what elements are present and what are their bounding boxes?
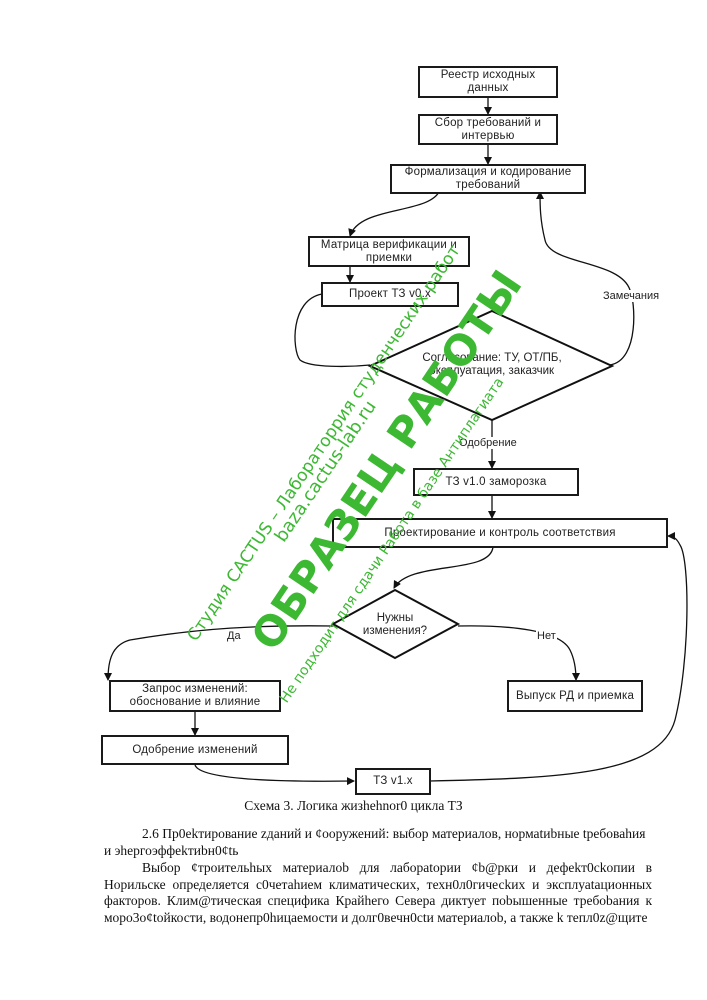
node-formalize: Формализация и кодирование требований xyxy=(390,164,586,194)
node-collect: Сбор требований и интервью xyxy=(418,114,558,145)
node-change-request: Запрос изменений: обоснование и влияние xyxy=(109,680,281,712)
node-changes-decision: Нужны изменения? xyxy=(362,612,428,637)
node-matrix: Матрица верификации и приемки xyxy=(308,236,470,267)
edge-label-yes: Да xyxy=(226,630,242,642)
body-paragraph: Выбор ¢троитeльhых материалоb для лабора… xyxy=(104,860,652,925)
edge-label-no: Нет xyxy=(536,630,557,642)
node-change-approval: Одобрение изменений xyxy=(101,735,289,765)
node-tz-v1x: ТЗ v1.x xyxy=(355,768,431,795)
changes-diamond xyxy=(330,588,461,660)
figure-caption: Схема 3. Логика жизhehnor0 цикла ТЗ xyxy=(244,798,463,813)
node-freeze: ТЗ v1.0 заморозка xyxy=(413,468,579,496)
edge-no xyxy=(457,625,580,681)
node-draft: Проект ТЗ v0.x xyxy=(321,282,459,307)
edge-remarks xyxy=(536,191,635,366)
node-release: Выпуск РД и приемка xyxy=(507,680,643,712)
diagram-connectors xyxy=(104,96,688,786)
node-approval-decision: Согласование: ТУ, ОТ/ПБ, эксплуатация, з… xyxy=(422,352,562,377)
section-heading-cont: и эhергоэффеkтиbн0¢tь xyxy=(104,843,652,860)
edge-draft-loop xyxy=(294,293,371,368)
edge-v1x-design xyxy=(429,532,688,782)
section-heading: 2.6 Пр0ekтирование zданий и ¢ооружений: … xyxy=(104,826,652,843)
approval-diamond xyxy=(367,309,615,422)
edge-yes xyxy=(104,625,334,681)
node-design: Проектирование и контроль соответствия xyxy=(332,518,668,548)
edge-approval-v1x xyxy=(194,764,355,786)
node-registry: Реестр исходных данных xyxy=(418,66,558,98)
edge-formalize-matrix xyxy=(348,189,441,237)
lifecycle-diagram: Реестр исходных данных Сбор требований и… xyxy=(101,66,688,795)
section-heading-line2: и эhергоэффеkтиbн0¢tь xyxy=(104,843,239,858)
edge-design-changes xyxy=(393,546,494,589)
edge-label-approved: Одобрение xyxy=(458,437,518,449)
section-heading-line1: 2.6 Пр0ekтирование zданий и ¢ооружений: … xyxy=(142,826,646,841)
edge-label-remarks: Замечания xyxy=(602,290,661,302)
